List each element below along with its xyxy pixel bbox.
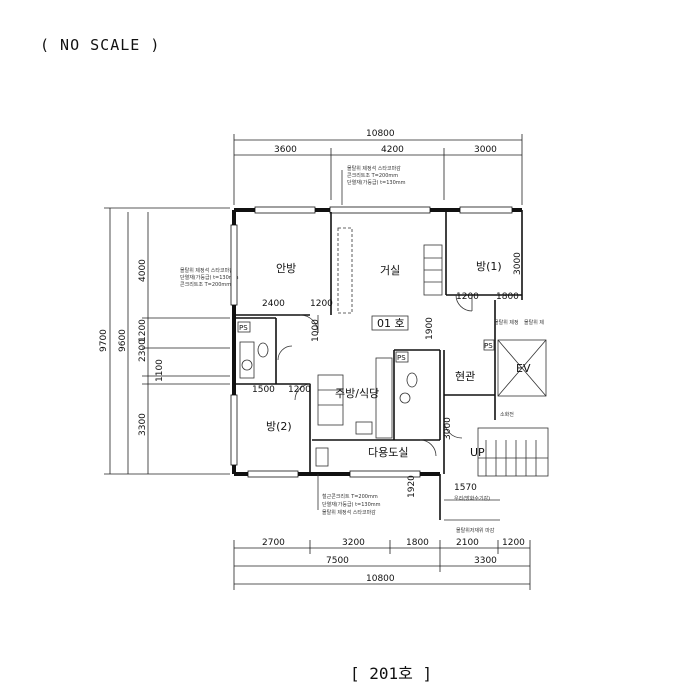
ps-label-1: PS: [239, 324, 248, 332]
dim-left-seg-1: 4000: [138, 259, 148, 282]
left-note-3: 콘크리트조 T=200mm: [180, 281, 231, 288]
top-note-3: 단열재(가등급) t=130mm: [347, 179, 406, 186]
bottom-note-3: 몰탈위 제정석 스타코마감: [322, 509, 376, 516]
room-kitchen: 주방/식당: [335, 387, 379, 400]
room-2: 방(2): [266, 420, 292, 433]
dim-top-seg-2: 4200: [381, 145, 404, 155]
dim-int-7: 1000: [311, 319, 321, 342]
dim-int-3: 1500: [252, 385, 275, 395]
dim-bottom-1: 2700: [262, 538, 285, 548]
right-note-1: 몰탈위 제정: [494, 319, 519, 326]
dim-int-12: 1900: [425, 317, 435, 340]
dim-left-seg-2: 1200: [138, 319, 148, 342]
right-note-4: 우리(방화수기감): [454, 495, 490, 502]
stair-area: [444, 339, 549, 521]
elevator-label: EV: [516, 362, 531, 375]
dim-bottom-3: 1800: [406, 538, 429, 548]
dim-int-11: 3000: [443, 417, 453, 440]
bottom-note-2: 단열재(가등급) t=130mm: [322, 501, 381, 508]
dim-bottom-5: 1200: [502, 538, 525, 548]
left-dimension-lines: [104, 207, 230, 475]
room-utility: 다용도실: [368, 446, 408, 459]
right-note-5: 몰탈위저재위 마감: [456, 527, 495, 534]
dim-bottom-2: 3200: [342, 538, 365, 548]
room-master-bedroom: 안방: [276, 262, 296, 275]
dim-int-8: 1920: [407, 475, 417, 498]
dim-top-seg-3: 3000: [474, 145, 497, 155]
bottom-dimension-lines: [233, 540, 531, 590]
dim-int-4: 1200: [288, 385, 311, 395]
ps-label-2: PS: [397, 354, 406, 362]
top-note-1: 몰탈위 제정석 스타코마감: [347, 165, 401, 172]
dim-left-seg-5: 3300: [138, 413, 148, 436]
top-dimension-lines: [233, 134, 523, 205]
unit-tag: 01 호: [377, 317, 405, 330]
dim-left-seg-3: 2300: [138, 339, 148, 362]
interior-walls: [234, 212, 522, 474]
dim-int-9: 1570: [454, 483, 477, 493]
dim-top-total: 10800: [366, 129, 395, 139]
outer-walls: [230, 206, 523, 520]
dim-int-1: 2400: [262, 299, 285, 309]
dim-bottom-row2-1: 7500: [326, 556, 349, 566]
stair-up-label: UP: [470, 446, 485, 459]
dim-bottom-row2-2: 3300: [474, 556, 497, 566]
right-note-3: 소화전: [500, 411, 514, 418]
dim-left-mid: 9600: [118, 329, 128, 352]
dim-bottom-4: 2100: [456, 538, 479, 548]
dim-left-seg-4: 1100: [155, 359, 165, 382]
dim-int-10: 3000: [513, 252, 523, 275]
ps-label-3: PS: [484, 342, 493, 350]
unit-label: [ 201호 ]: [350, 664, 433, 683]
dim-left-outer: 9700: [99, 329, 109, 352]
room-living: 거실: [380, 264, 400, 277]
room-entrance: 현관: [455, 370, 475, 383]
dim-bottom-total: 10800: [366, 574, 395, 584]
scale-note: ( NO SCALE ): [40, 36, 161, 54]
left-note-1: 몰탈위 제정석 스타코마감: [180, 267, 234, 274]
dim-int-2: 1200: [310, 299, 333, 309]
dim-int-5: 1200: [456, 292, 479, 302]
room-1: 방(1): [476, 260, 502, 273]
top-note-2: 콘크리트조 T=200mm: [347, 172, 398, 179]
dim-top-seg-1: 3600: [274, 145, 297, 155]
fixtures: [239, 227, 443, 467]
dim-int-6: 1800: [496, 292, 519, 302]
left-note-2: 단열재(가등급) t=130mm: [180, 274, 239, 281]
door-swings: [277, 294, 473, 457]
bottom-note-1: 철근콘크리트 T=200mm: [322, 493, 378, 500]
right-note-2: 몰탈위 제: [524, 319, 544, 326]
